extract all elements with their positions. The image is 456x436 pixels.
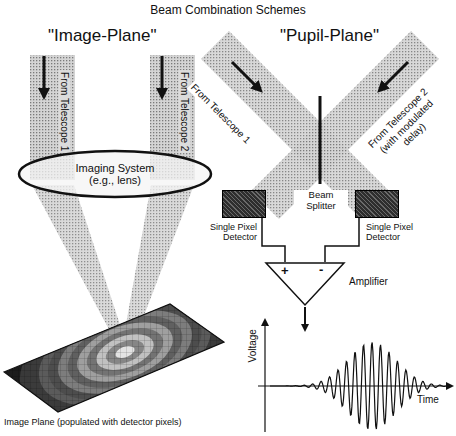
lens: Imaging System (e.g., lens) — [18, 150, 212, 198]
scheme-heading: "Image-Plane" — [48, 26, 156, 46]
amplifier-label: Amplifier — [349, 276, 388, 288]
beam-label: From Telescope 1 — [187, 80, 254, 147]
lens-label: Imaging System (e.g., lens) — [68, 162, 162, 187]
amplifier-symbol — [265, 262, 345, 306]
fringe-signal — [270, 343, 446, 430]
image-plane: Image Plane (populated with detector pix… — [0, 298, 228, 434]
beam-arrow — [232, 62, 260, 90]
input-sign: + — [281, 264, 289, 279]
beam-splitter-label: Beam Splitter — [294, 190, 348, 212]
axis-label: Voltage — [246, 328, 258, 363]
beam-arrow — [161, 56, 164, 96]
detector-label: Single Pixel Detector — [366, 222, 426, 243]
image-plane-label: Image Plane (populated with detector pix… — [4, 417, 226, 427]
detector: Single Pixel Detector — [222, 190, 266, 218]
voltage-axis — [264, 320, 265, 432]
input-sign: - — [319, 263, 323, 278]
beam-arrow — [380, 62, 408, 90]
axis-label: Time — [416, 394, 440, 406]
beam-label: From Telescope 1 — [58, 70, 70, 153]
beam-label: From Telescope 2 — [178, 70, 190, 153]
wire — [262, 218, 285, 262]
beam-label: From Telescope 2 (with modulated delay) — [365, 85, 447, 167]
beam-arrow — [43, 56, 46, 96]
beam-splitter — [319, 96, 322, 184]
output-arrow — [304, 307, 306, 330]
wire — [325, 218, 359, 262]
image-plane-drawing — [0, 298, 228, 434]
detector-label: Single Pixel Detector — [199, 222, 257, 243]
amplifier: Amplifier+- — [265, 262, 345, 306]
lens-outline — [18, 150, 212, 198]
diagram-title: Beam Combination Schemes — [0, 4, 456, 18]
detector: Single Pixel Detector — [355, 190, 399, 218]
scheme-heading: "Pupil-Plane" — [280, 26, 379, 46]
